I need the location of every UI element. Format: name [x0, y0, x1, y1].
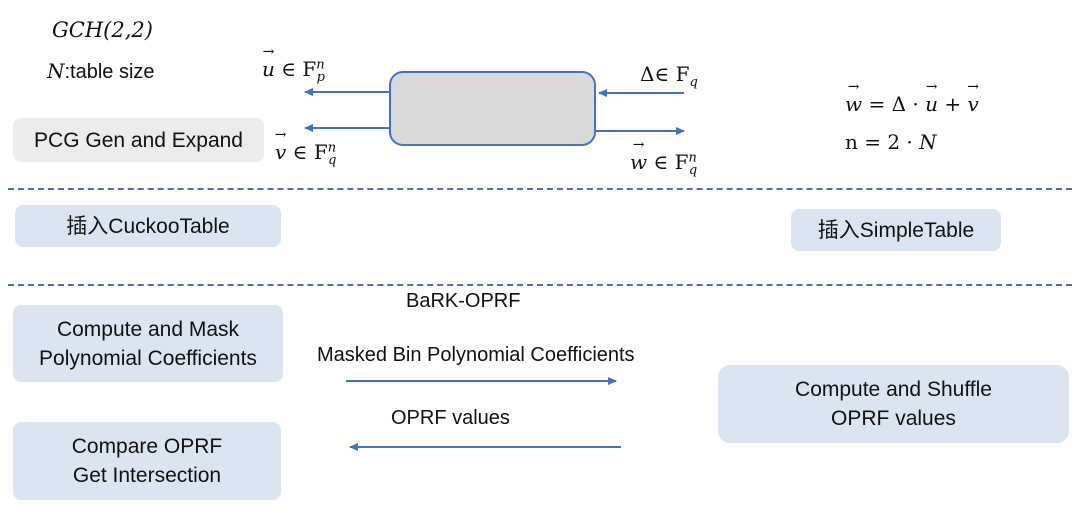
- insert-simple-table-box: 插入SimpleTable: [791, 209, 1001, 251]
- insert-cuckoo-table-box: 插入CuckooTable: [15, 205, 281, 247]
- masked-coefficients-label: Masked Bin Polynomial Coefficients: [317, 344, 635, 366]
- section-divider-2: [8, 284, 1072, 286]
- section-divider-1: [8, 188, 1072, 190]
- pcg-center-box: [389, 71, 596, 146]
- compute-shuffle-box: Compute and Shuffle OPRF values: [718, 365, 1069, 443]
- v-vector-label: v ∈ Fnq: [275, 140, 336, 168]
- compute-mask-box: Compute and Mask Polynomial Coefficients: [13, 305, 283, 382]
- table-size-desc: :table size: [64, 61, 155, 83]
- n-symbol: N: [47, 59, 65, 83]
- gch-label: GCH(2,2): [52, 18, 153, 42]
- u-vector-label: u ∈ Fnp: [262, 57, 325, 85]
- pcg-gen-expand-box: PCG Gen and Expand: [13, 118, 264, 162]
- compare-oprf-box: Compare OPRF Get Intersection: [13, 422, 281, 500]
- delta-label: Δ∈ Fq: [640, 62, 698, 90]
- table-size-label: N:table size: [47, 59, 155, 84]
- w-equation: w = Δ · u + v: [845, 92, 979, 116]
- n-equation: n = 2 · N: [845, 130, 937, 154]
- bark-oprf-title: BaRK-OPRF: [406, 290, 521, 312]
- oprf-values-label: OPRF values: [391, 407, 510, 429]
- w-vector-label: w ∈ Fnq: [630, 150, 697, 178]
